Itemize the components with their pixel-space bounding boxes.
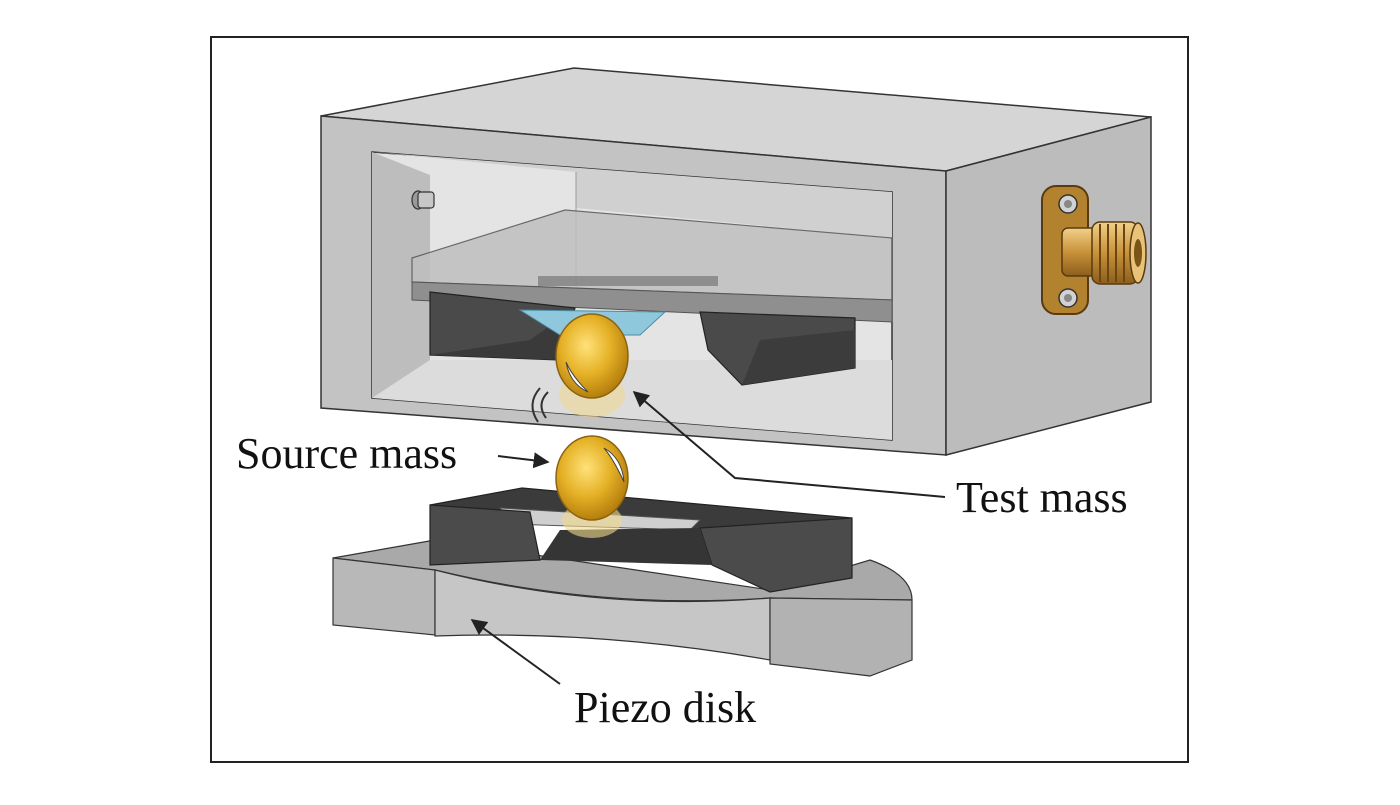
lower-holder-right [699, 517, 853, 593]
piezo-disk-arrow [470, 619, 561, 685]
source-mass-arrow [497, 452, 550, 469]
housing-box [320, 67, 1152, 456]
glass-plate [411, 209, 893, 301]
sma-connector [1041, 185, 1147, 315]
test-mass-sphere [555, 313, 629, 399]
piezo-disk-front [332, 557, 436, 636]
source-mass-label: Source mass [236, 429, 458, 478]
test-mass-arrow [632, 390, 946, 498]
cavity-left-wall [372, 152, 430, 398]
test-mass-label: Test mass [956, 473, 1128, 522]
lower-holder-left [429, 504, 541, 566]
piezo-disk-label: Piezo disk [574, 683, 757, 732]
source-mass-sphere [555, 435, 629, 521]
piezo-stage [332, 435, 913, 677]
cavity-back-wall [372, 152, 892, 238]
vibration-marks-icon [531, 387, 549, 423]
